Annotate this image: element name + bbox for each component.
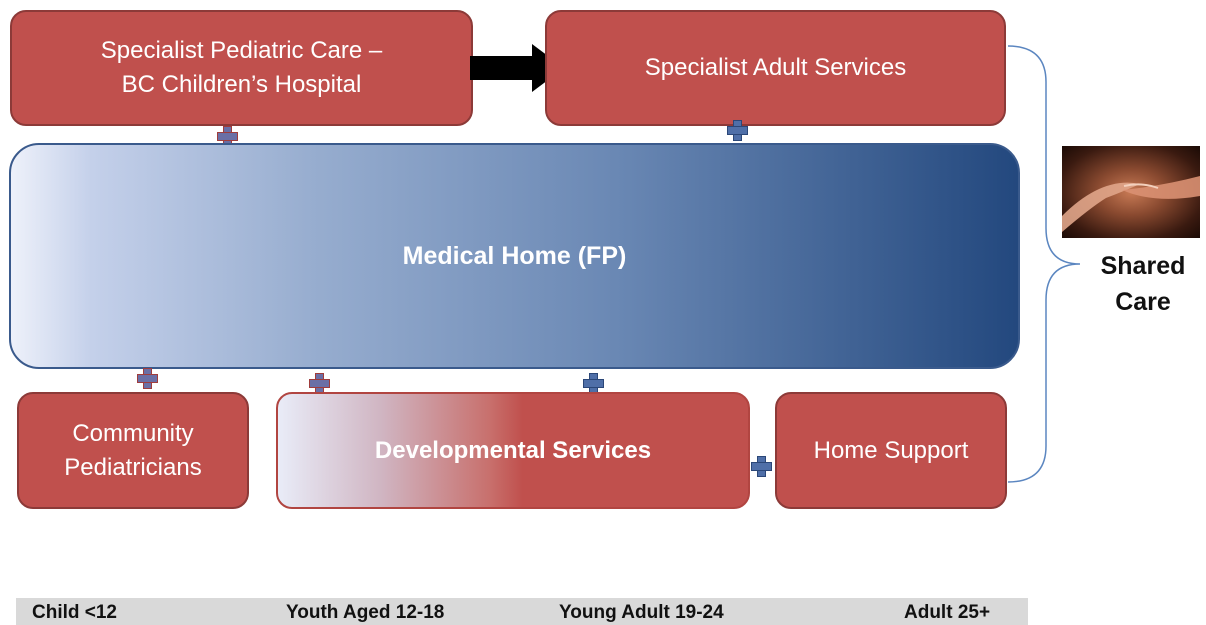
connector-plus-icon <box>751 456 772 477</box>
community-pediatricians-label: Community Pediatricians <box>64 419 202 481</box>
handshake-icon <box>1062 176 1200 232</box>
handshake-photo <box>1062 146 1200 238</box>
age-young-adult-label: Young Adult 19-24 <box>559 602 724 623</box>
specialist-pediatric-care-box: Specialist Pediatric Care – BC Children’… <box>10 10 473 126</box>
developmental-services-label: Developmental Services <box>374 436 652 464</box>
connector-plus-icon <box>137 368 158 389</box>
connector-plus-icon <box>217 126 238 147</box>
connector-plus-icon <box>309 373 330 394</box>
developmental-services-box: Developmental Services <box>276 392 750 509</box>
transition-arrow-icon <box>470 44 564 92</box>
home-support-box: Home Support <box>775 392 1007 509</box>
age-child-label: Child <12 <box>32 602 117 623</box>
medical-home-label: Medical Home (FP) <box>402 241 627 270</box>
medical-home-box: Medical Home (FP) <box>9 143 1020 369</box>
specialist-adult-services-label: Specialist Adult Services <box>644 54 907 81</box>
specialist-pediatric-care-label: Specialist Pediatric Care – BC Children’… <box>100 37 383 98</box>
connector-plus-icon <box>727 120 748 141</box>
shared-care-label: Shared Care <box>1100 252 1186 316</box>
specialist-adult-services-box: Specialist Adult Services <box>545 10 1006 126</box>
age-adult-label: Adult 25+ <box>904 602 991 623</box>
age-timeline-bar <box>16 598 1028 625</box>
community-pediatricians-box: Community Pediatricians <box>17 392 249 509</box>
age-youth-label: Youth Aged 12-18 <box>286 602 445 623</box>
shared-care-brace <box>1007 45 1081 483</box>
home-support-label: Home Support <box>813 436 969 464</box>
connector-plus-icon <box>583 373 604 394</box>
